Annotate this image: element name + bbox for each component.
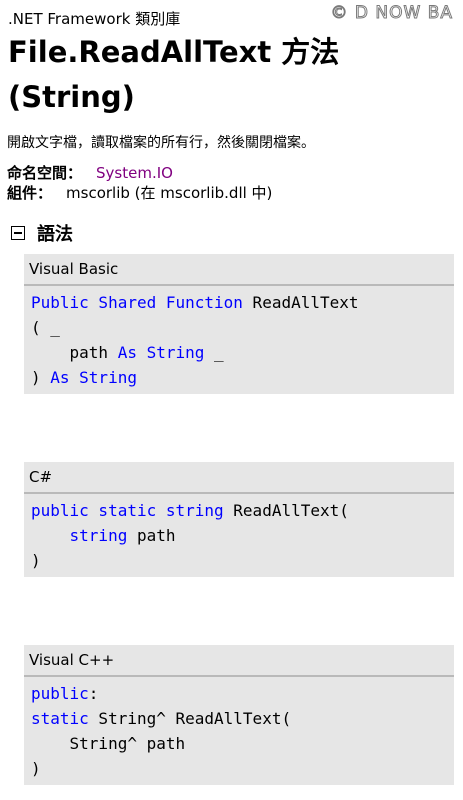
code-keyword: public bbox=[31, 684, 89, 703]
code-line: ) bbox=[31, 756, 454, 781]
code-line: ) bbox=[31, 548, 454, 573]
page-title: File.ReadAllText 方法 (String) bbox=[8, 30, 428, 120]
assembly-value: mscorlib (在 mscorlib.dll 中) bbox=[66, 184, 273, 202]
code-text: ) bbox=[31, 759, 41, 778]
code-language-label: Visual Basic bbox=[24, 254, 454, 286]
code-line: String^ path bbox=[31, 731, 454, 756]
title-line-2: (String) bbox=[8, 80, 135, 114]
code-text: : bbox=[88, 684, 99, 703]
syntax-section-header[interactable]: 語法 bbox=[11, 220, 73, 246]
code-text: ) bbox=[31, 551, 41, 570]
code-text: ReadAllText bbox=[242, 293, 359, 312]
code-text: ) bbox=[31, 368, 51, 387]
code-keyword: public static string bbox=[31, 501, 224, 520]
code-keyword: static bbox=[31, 709, 89, 728]
code-keyword: As String bbox=[117, 343, 205, 362]
code-body: Public Shared Function ReadAllText ( _ pa… bbox=[24, 286, 454, 394]
code-keyword: Public Shared Function bbox=[31, 293, 243, 312]
namespace-label: 命名空間： bbox=[7, 164, 83, 182]
code-text bbox=[31, 526, 70, 545]
code-line: string path bbox=[31, 523, 454, 548]
code-body: public:static String^ ReadAllText( Strin… bbox=[24, 677, 454, 785]
title-line-1: File.ReadAllText 方法 bbox=[8, 35, 340, 69]
code-text: ( _ bbox=[31, 318, 60, 337]
code-keyword: As String bbox=[50, 368, 137, 387]
code-block-csharp: C# public static string ReadAllText( str… bbox=[24, 462, 454, 577]
code-text: _ bbox=[204, 343, 224, 362]
code-text: String^ ReadAllText( bbox=[88, 709, 292, 728]
namespace-row: 命名空間： System.IO bbox=[7, 162, 173, 183]
code-line: ( _ bbox=[31, 315, 454, 340]
code-line: path As String _ bbox=[31, 340, 454, 365]
code-block-cpp: Visual C++ public:static String^ ReadAll… bbox=[24, 645, 454, 785]
assembly-row: 組件： mscorlib (在 mscorlib.dll 中) bbox=[7, 182, 272, 203]
collapse-icon[interactable] bbox=[11, 226, 25, 240]
code-line: public static string ReadAllText( bbox=[31, 498, 454, 523]
code-line: ) As String bbox=[31, 365, 454, 390]
code-language-label: Visual C++ bbox=[24, 645, 454, 677]
watermark: © D NOW BA bbox=[330, 3, 453, 24]
code-language-label: C# bbox=[24, 462, 454, 494]
assembly-label: 組件： bbox=[7, 184, 53, 202]
code-text: path bbox=[127, 526, 176, 545]
code-line: static String^ ReadAllText( bbox=[31, 706, 454, 731]
code-text: path bbox=[31, 343, 118, 362]
code-line: Public Shared Function ReadAllText bbox=[31, 290, 454, 315]
library-label: .NET Framework 類別庫 bbox=[8, 10, 181, 28]
code-text: String^ path bbox=[31, 734, 186, 753]
code-text: ReadAllText( bbox=[223, 501, 349, 520]
code-block-vb: Visual Basic Public Shared Function Read… bbox=[24, 254, 454, 394]
code-line: public: bbox=[31, 681, 454, 706]
summary-text: 開啟文字檔，讀取檔案的所有行，然後關閉檔案。 bbox=[7, 135, 315, 151]
namespace-link[interactable]: System.IO bbox=[96, 164, 173, 182]
code-body: public static string ReadAllText( string… bbox=[24, 494, 454, 577]
syntax-heading: 語法 bbox=[37, 224, 73, 245]
code-keyword: string bbox=[69, 526, 128, 545]
